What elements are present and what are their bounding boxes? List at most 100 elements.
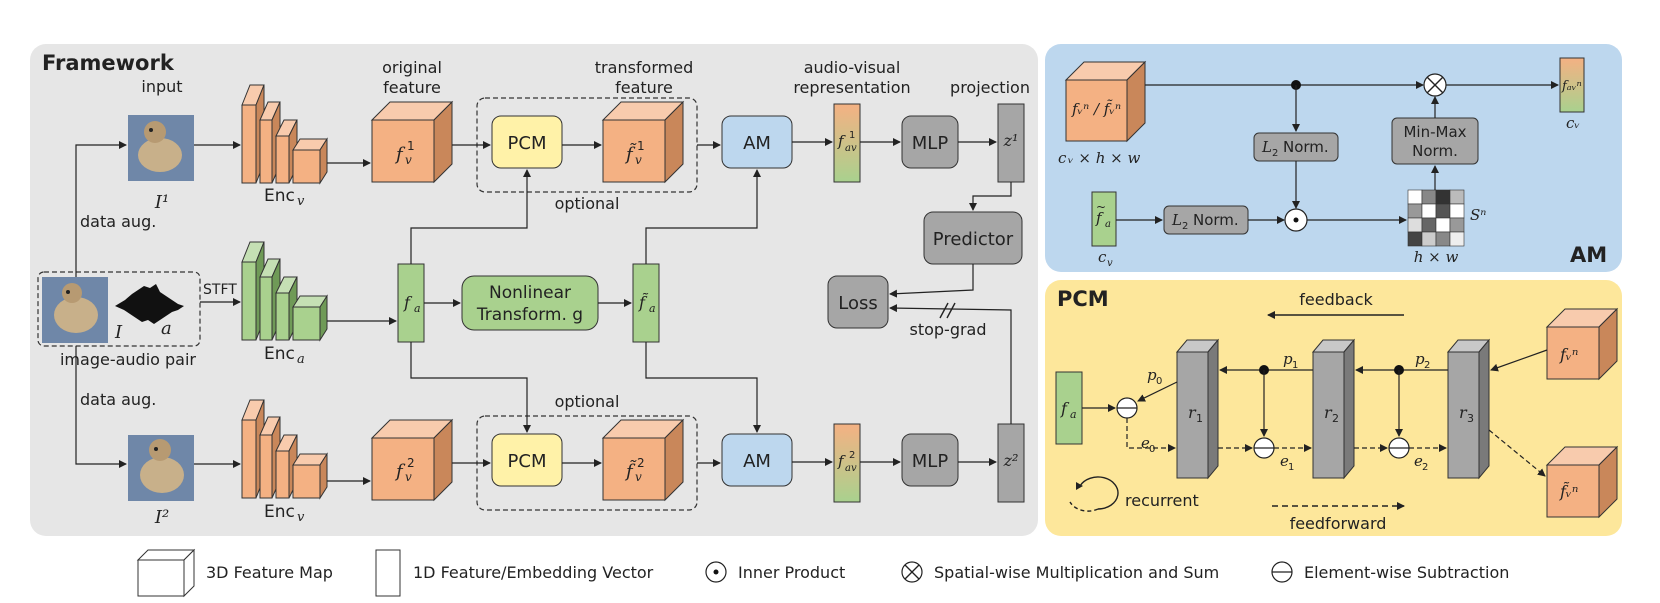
- pcm-block-top: [491, 115, 563, 169]
- optional-label-top: optional: [555, 194, 620, 213]
- pcm-fvn-tilde-cube: [1545, 445, 1619, 519]
- dog-image-1: [128, 115, 194, 181]
- pcm-block-bottom: [491, 433, 563, 487]
- legend-spatial-multiply-icon: [901, 561, 923, 583]
- spatial-multiply-icon: [1423, 73, 1447, 97]
- fv2-sub: v: [405, 470, 412, 484]
- legend-3d-map-icon: [136, 548, 196, 598]
- nonlinear-label-2: Transform. g: [476, 305, 583, 325]
- pcm-panel-title: PCM: [1057, 287, 1109, 311]
- pcm-subtract-0: [1116, 397, 1138, 419]
- recurrent-label: recurrent: [1125, 491, 1199, 510]
- encoder-v-bottom: [241, 399, 328, 500]
- stft-label: STFT: [203, 282, 237, 298]
- pcm-feedback-label: feedback: [1299, 290, 1373, 309]
- recurrent-icon: [1069, 476, 1119, 512]
- stop-grad-mark-1: [939, 302, 949, 319]
- pcm-subtract-1: [1253, 437, 1275, 459]
- image-audio-pair-box: [37, 271, 201, 347]
- am-input-dims: c: [1058, 149, 1067, 167]
- encoder-v-top: [241, 84, 328, 185]
- optional-label-bottom: optional: [555, 392, 620, 411]
- data-aug-label-bottom: data aug.: [80, 390, 156, 409]
- am-sn-label: Sⁿ: [1470, 206, 1486, 224]
- pcm-r2-label: r: [1324, 403, 1333, 422]
- fa-tilde-sub: a: [649, 302, 656, 315]
- fv1-sup: 1: [407, 139, 415, 153]
- pair-label: image-audio pair: [60, 350, 196, 369]
- av-repr-label-1: audio-visual: [804, 58, 901, 77]
- cube-fv2-tilde: [601, 418, 685, 502]
- mlp-label-bottom: MLP: [912, 451, 949, 472]
- arrow-fat-am-bottom: [645, 342, 761, 433]
- am-cv-sub: v: [1107, 258, 1113, 269]
- feedforward-label: feedforward: [1290, 514, 1387, 533]
- data-aug-path-top: [75, 141, 127, 277]
- legend-vector-icon: [375, 549, 401, 597]
- pcm-fa-sub: a: [1070, 408, 1077, 421]
- am-fa-tilde: ~: [1096, 200, 1106, 214]
- am-fa-label: f: [1095, 209, 1104, 227]
- pcm-fvn-tilde-label: f̃ᵥⁿ: [1559, 482, 1578, 501]
- fv2-sup: 2: [407, 456, 415, 470]
- pcm-fvn-label: fᵥⁿ: [1559, 345, 1578, 364]
- fav2-label: f: [837, 452, 846, 470]
- pcm-r1-block: [1175, 338, 1220, 480]
- pcm-p0-label: p: [1147, 366, 1157, 384]
- am-panel-title: AM: [1570, 243, 1607, 267]
- fv1-sub: v: [405, 153, 412, 167]
- fav2-sup: 2: [849, 450, 855, 461]
- fav1-sup: 1: [849, 130, 855, 141]
- audio-waveform: [115, 284, 184, 324]
- transformed-feature-label-1: transformed: [595, 58, 693, 77]
- cube-fv1-tilde: [601, 100, 685, 184]
- pcm-e1-label: e: [1280, 452, 1289, 470]
- projection-label: projection: [950, 78, 1030, 97]
- pcm-r1-sub: 1: [1196, 412, 1203, 425]
- arrow-z2-loss: [889, 304, 1012, 424]
- z1-label: z¹: [1003, 131, 1019, 150]
- loss-block: [827, 275, 889, 329]
- arrow-fa-pcm-top: [410, 169, 531, 264]
- loss-label: Loss: [838, 293, 877, 314]
- fav2-sub: av: [845, 463, 857, 474]
- fa-label: f: [403, 293, 413, 312]
- pcm-r3-block: [1446, 338, 1491, 480]
- pcm-r2-block: [1311, 338, 1356, 480]
- am-hw-label: h × w: [1414, 248, 1459, 266]
- fav1-vector: [833, 103, 861, 183]
- am-l2norm-bottom-norm: Norm.: [1193, 211, 1239, 229]
- inner-product-icon: [1284, 208, 1308, 232]
- pcm-p2-sub: 2: [1424, 360, 1430, 371]
- mlp-label-top: MLP: [912, 133, 949, 154]
- am-l2norm-top-norm: Norm.: [1283, 138, 1329, 156]
- fav2-vector: [833, 423, 861, 503]
- image2-label: I²: [154, 507, 169, 528]
- arrow-predictor-loss: [889, 264, 974, 298]
- am-output-label: fₐᵥⁿ: [1561, 79, 1582, 94]
- am-minmax-label-2: Norm.: [1412, 142, 1458, 160]
- fav1-label: f: [837, 132, 846, 150]
- pcm-e0-sub: 0: [1149, 444, 1155, 455]
- fa-sub: a: [414, 302, 421, 315]
- arrow-fat-am-top: [645, 169, 761, 264]
- pcm-e2-sub: 2: [1422, 462, 1428, 473]
- data-aug-path-bottom: [75, 346, 127, 468]
- z2-label: z²: [1003, 451, 1019, 470]
- pcm-p0-sub: 0: [1156, 376, 1162, 387]
- pcm-subtract-2: [1388, 437, 1410, 459]
- pcm-line-sub0-r1: [1126, 418, 1176, 452]
- pcm-fa-vector: [1055, 371, 1083, 445]
- stop-grad-label: stop-grad: [909, 320, 986, 339]
- dog-image-2: [128, 435, 194, 501]
- legend-inner-product-icon: [705, 561, 727, 583]
- fv2-tilde-sup: 2: [637, 456, 645, 470]
- input-label: input: [141, 77, 182, 96]
- enc-v-top-label: Enc: [264, 186, 295, 206]
- fa-tilde-vector: [632, 263, 660, 343]
- arrow-z1-predictor: [969, 182, 1012, 211]
- fv1-tilde-sub: v: [635, 153, 642, 167]
- cube-fv1: [370, 100, 454, 184]
- enc-v-bottom-label: Enc: [264, 502, 295, 522]
